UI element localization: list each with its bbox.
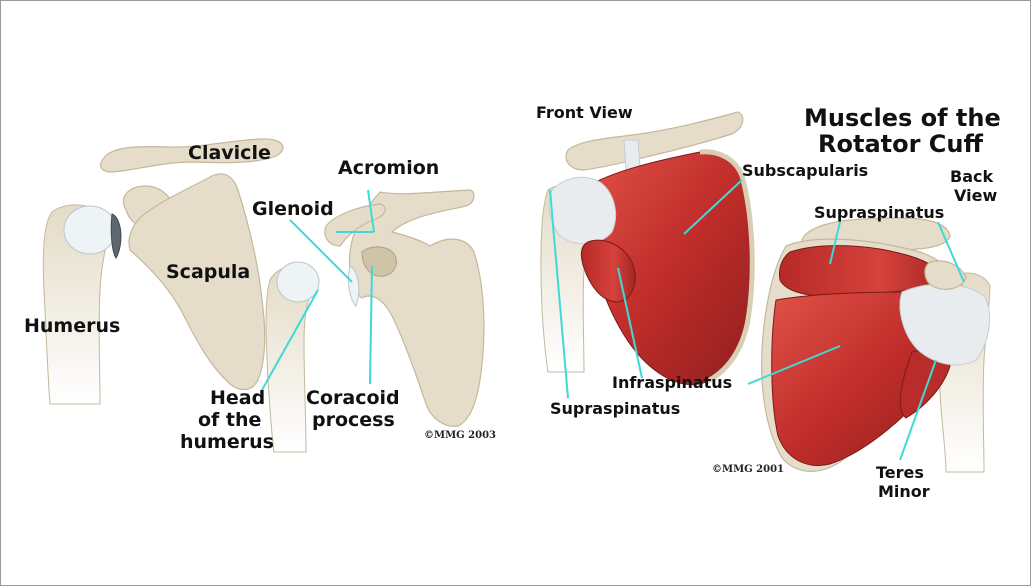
title-line2: Rotator Cuff [818,130,983,158]
label-back-view-line2: View [954,186,997,205]
label-humerus: Humerus [24,315,120,337]
label-teres-line2: Minor [878,482,930,501]
label-head-line3: humerus [180,431,274,453]
label-glenoid: Glenoid [252,198,334,220]
coracoclavicular-ligament [624,140,640,170]
label-coracoid-line2: process [312,409,395,431]
title-line1: Muscles of the [804,104,1001,132]
label-supraspinatus-front: Supraspinatus [550,399,680,418]
label-head-line1: Head [210,387,265,409]
label-supraspinatus-back: Supraspinatus [814,203,944,222]
subscapularis-tendon [549,177,615,244]
label-subscapularis: Subscapularis [742,161,868,180]
label-infraspinatus: Infraspinatus [612,373,732,392]
label-back-view-line1: Back [950,167,993,186]
humeral-head-cartilage [64,206,116,254]
back-acromion [925,261,966,289]
label-clavicle: Clavicle [188,142,271,164]
glenoid-socket [111,214,121,258]
label-scapula: Scapula [166,261,250,283]
label-acromion: Acromion [338,157,439,179]
middle-humeral-head [277,262,319,302]
label-coracoid-line1: Coracoid [306,387,400,409]
label-front-view: Front View [536,103,633,122]
label-teres-line1: Teres [876,463,924,482]
copyright-left: ©MMG 2003 [424,430,496,441]
copyright-right: ©MMG 2001 [712,464,784,475]
label-head-line2: of the [198,409,261,431]
